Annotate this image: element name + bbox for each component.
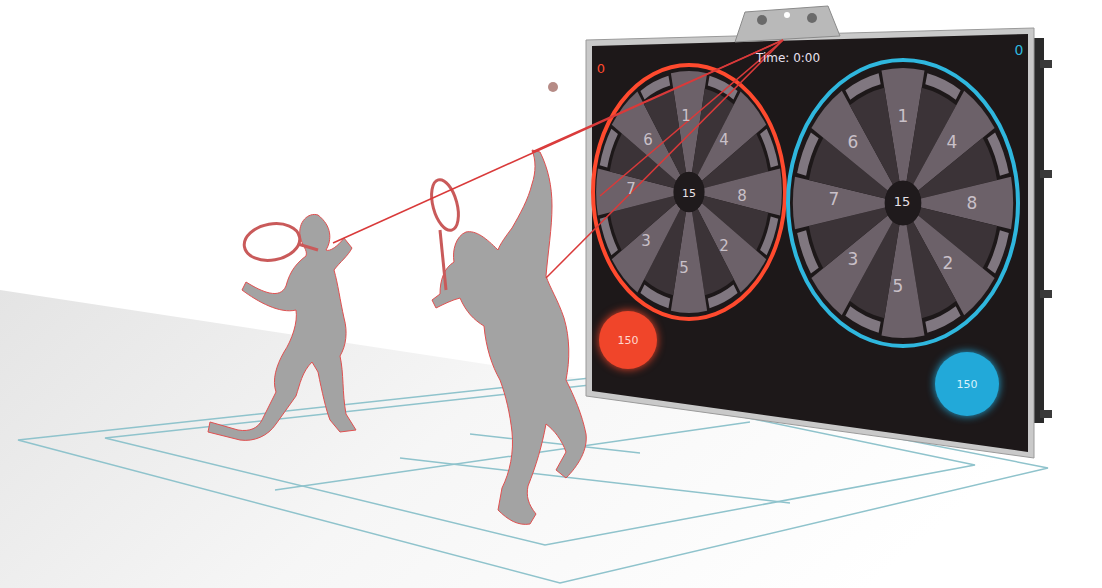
score-value: 150 — [957, 378, 978, 391]
zone-number: 6 — [848, 134, 859, 151]
score-value: 150 — [618, 334, 639, 347]
target-rim — [802, 135, 815, 174]
target-rim — [926, 79, 958, 95]
score-bubble: 150 — [599, 311, 657, 369]
blue-ring — [788, 60, 1018, 346]
target-rim — [763, 218, 774, 253]
target-rim — [763, 131, 774, 166]
target-rim — [604, 218, 615, 253]
target-rim — [604, 131, 615, 166]
zone-number: 2 — [943, 255, 954, 272]
male-player — [427, 150, 587, 524]
zone-number: 5 — [893, 278, 904, 295]
red-ring — [593, 65, 785, 319]
ball — [548, 82, 558, 92]
zone-number: 3 — [848, 251, 859, 268]
target-wedge — [644, 89, 686, 175]
target-rim — [991, 232, 1004, 271]
score: 0 — [1015, 43, 1024, 57]
zone-number: 6 — [643, 133, 653, 148]
target-rim — [926, 311, 958, 327]
target-rim — [848, 311, 880, 327]
blue-target — [793, 68, 1013, 338]
target-rim — [848, 79, 880, 95]
zone-number: 15 — [682, 188, 696, 199]
zone-number: 7 — [626, 182, 636, 197]
score-bubble: 150 — [935, 352, 999, 416]
target-center — [885, 181, 922, 226]
target-rim — [991, 135, 1004, 174]
screen-frame — [586, 28, 1034, 458]
zone-number: 7 — [829, 191, 840, 208]
target-center — [674, 172, 705, 212]
target-rim — [709, 289, 736, 303]
timer: Time: 0:00 — [756, 52, 820, 64]
score: 0 — [597, 62, 605, 75]
zone-number: 4 — [719, 133, 729, 148]
red-target — [596, 71, 782, 313]
zone-number: 1 — [898, 108, 909, 125]
tracking-lines — [333, 40, 783, 278]
zone-number: 5 — [679, 261, 689, 276]
target-rim — [642, 289, 669, 303]
female-player — [208, 214, 356, 440]
zone-number: 8 — [737, 189, 747, 204]
zone-number: 1 — [681, 109, 691, 124]
target-rim — [709, 81, 736, 95]
zone-number: 4 — [947, 134, 958, 151]
zone-number: 8 — [967, 195, 978, 212]
zone-number: 15 — [894, 195, 911, 208]
zone-number: 3 — [641, 234, 651, 249]
sensor-bracket — [735, 6, 840, 42]
target-rim — [802, 232, 815, 271]
zone-number: 2 — [719, 239, 729, 254]
